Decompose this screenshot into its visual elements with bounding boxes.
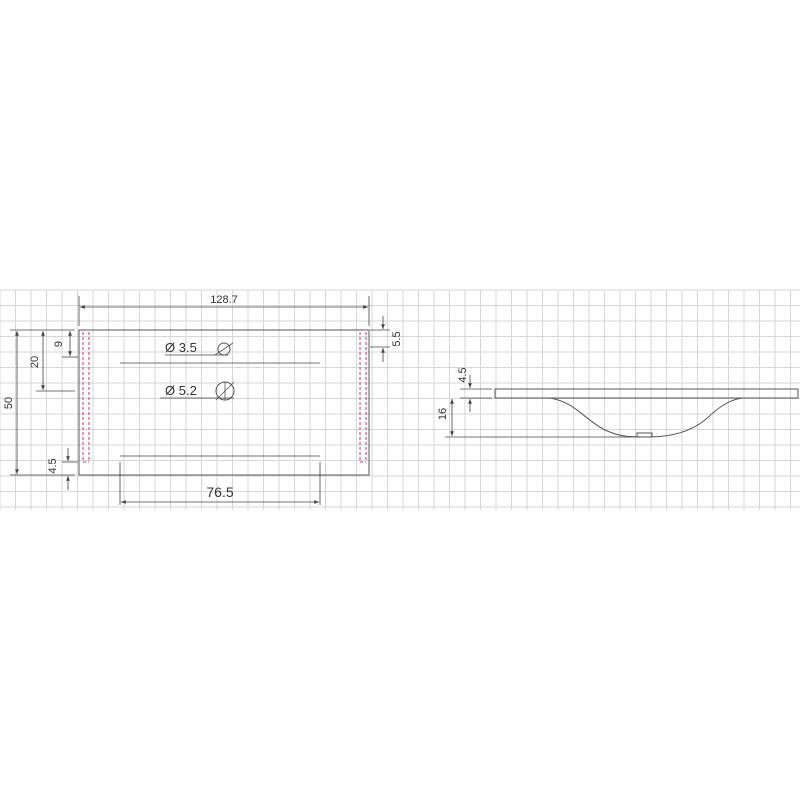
dim-offset-9-label: 9 — [53, 341, 65, 347]
hole-small — [165, 342, 234, 356]
dim-edge-4-5-label: 4.5 — [47, 458, 59, 473]
sink-outline — [78, 329, 370, 476]
countertop-slab — [494, 388, 799, 399]
front-view: Ø 3.5 Ø 5.2 128.7 76.5 50 20 9 4.5 — [3, 294, 403, 505]
hole-small-label: Ø 3.5 — [165, 340, 197, 355]
grid-background — [0, 289, 800, 510]
dim-inner-width-label: 76.5 — [206, 484, 233, 500]
side-view: 4.5 16 — [437, 367, 799, 438]
dim-thickness-label: 4.5 — [457, 367, 469, 382]
drain-stub — [636, 432, 653, 438]
dim-height-label: 50 — [3, 397, 15, 409]
dim-depth-label: 16 — [437, 408, 449, 420]
hole-large — [160, 381, 235, 401]
dim-offset-20-label: 20 — [29, 356, 41, 368]
dim-width-label: 128.7 — [210, 294, 238, 306]
hole-large-label: Ø 5.2 — [165, 383, 197, 398]
dim-edge-5-5-label: 5.5 — [391, 331, 403, 346]
